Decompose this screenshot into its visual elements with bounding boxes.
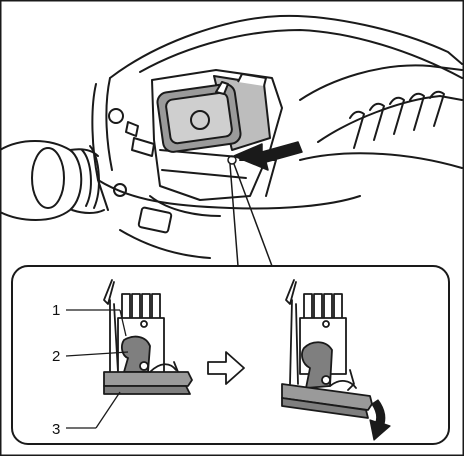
tool-lower-body — [97, 179, 361, 210]
callout-2: 2 — [52, 348, 60, 365]
tool-nozzle — [0, 140, 83, 221]
latch-before — [103, 279, 193, 395]
callout-1: 1 — [52, 302, 60, 319]
solid-insert-arrow-icon — [233, 141, 303, 171]
hollow-right-arrow-icon — [207, 351, 245, 385]
latch-after — [281, 279, 373, 419]
zoom-leader-lines — [227, 155, 273, 267]
callout-3: 3 — [52, 421, 60, 438]
callout-leaders — [65, 309, 129, 429]
tool-top-shell — [109, 14, 463, 79]
vent-slot — [349, 110, 365, 149]
solid-down-arrow-icon — [369, 399, 391, 441]
battery-block — [156, 73, 271, 153]
tool-right-housing — [299, 64, 463, 101]
tool-left-body — [91, 83, 109, 211]
